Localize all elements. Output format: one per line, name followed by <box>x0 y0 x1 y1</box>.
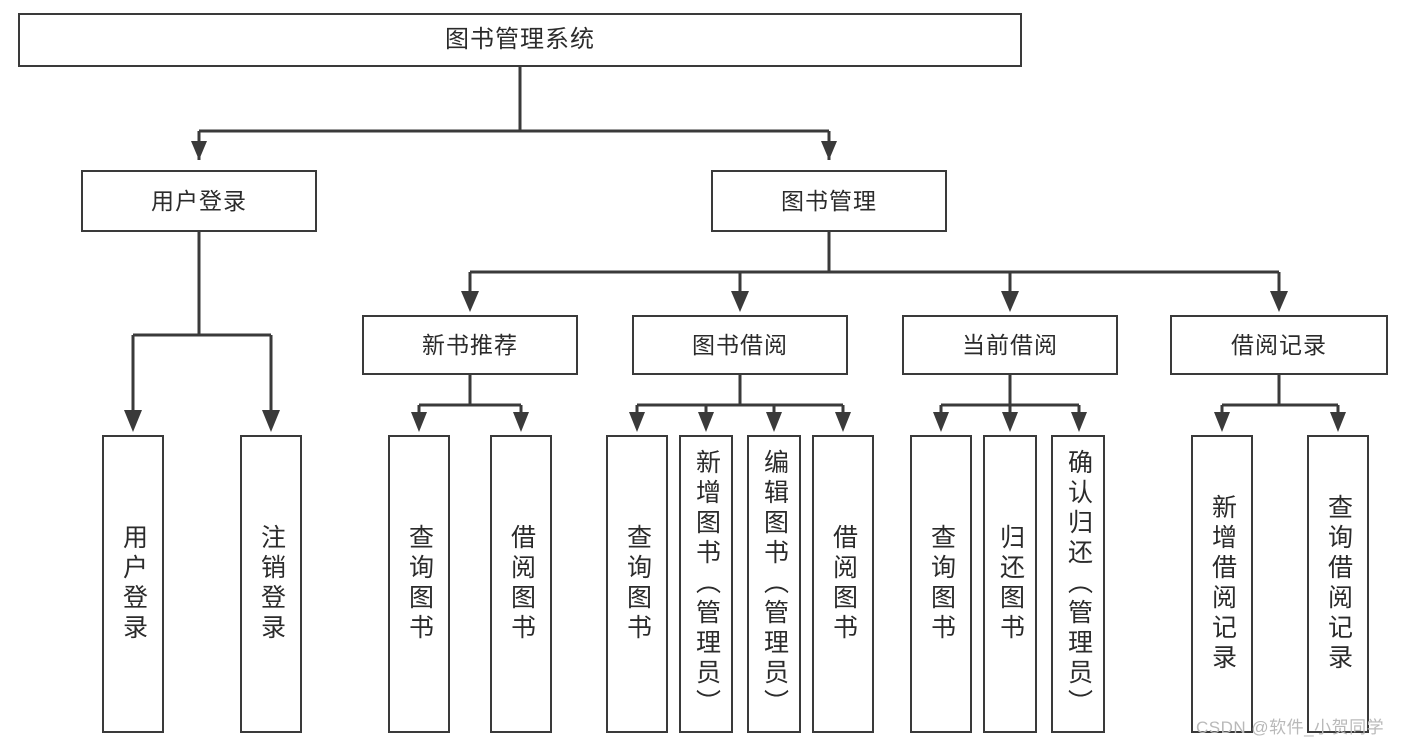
node-book-borrow[interactable]: 图书借阅 <box>632 315 848 375</box>
node-label: 编辑图书（管理员） <box>760 449 789 719</box>
node-label: 查询图书 <box>405 524 434 644</box>
node-label: 新书推荐 <box>422 331 518 358</box>
leaf-query-borrow-record[interactable]: 查询借阅记录 <box>1307 435 1369 733</box>
leaf-add-book-admin[interactable]: 新增图书（管理员） <box>679 435 733 733</box>
leaf-query-book-recommend[interactable]: 查询图书 <box>388 435 450 733</box>
leaf-user-login[interactable]: 用户登录 <box>102 435 164 733</box>
node-label: 借阅图书 <box>507 524 536 644</box>
node-label: 新增借阅记录 <box>1208 494 1237 674</box>
leaf-borrow-book-recommend[interactable]: 借阅图书 <box>490 435 552 733</box>
leaf-query-book-current[interactable]: 查询图书 <box>910 435 972 733</box>
node-label: 注销登录 <box>257 524 286 644</box>
node-label: 查询借阅记录 <box>1324 494 1353 674</box>
node-borrow-record[interactable]: 借阅记录 <box>1170 315 1388 375</box>
node-label: 借阅记录 <box>1231 331 1327 358</box>
node-label: 用户登录 <box>119 524 148 644</box>
leaf-query-book-borrow[interactable]: 查询图书 <box>606 435 668 733</box>
node-root-book-management-system[interactable]: 图书管理系统 <box>18 13 1022 67</box>
node-label: 查询图书 <box>927 524 956 644</box>
node-label: 图书借阅 <box>692 331 788 358</box>
csdn-watermark: CSDN @软件_小贺同学 <box>1196 718 1385 737</box>
node-label: 当前借阅 <box>962 331 1058 358</box>
leaf-return-book[interactable]: 归还图书 <box>983 435 1037 733</box>
node-label: 借阅图书 <box>829 524 858 644</box>
node-current-borrow[interactable]: 当前借阅 <box>902 315 1118 375</box>
node-user-login[interactable]: 用户登录 <box>81 170 317 232</box>
leaf-edit-book-admin[interactable]: 编辑图书（管理员） <box>747 435 801 733</box>
node-label: 图书管理 <box>781 187 877 214</box>
leaf-borrow-book[interactable]: 借阅图书 <box>812 435 874 733</box>
node-new-book-recommend[interactable]: 新书推荐 <box>362 315 578 375</box>
node-label: 查询图书 <box>623 524 652 644</box>
node-label: 新增图书（管理员） <box>692 449 721 719</box>
node-label: 用户登录 <box>151 187 247 214</box>
node-label: 归还图书 <box>996 524 1025 644</box>
node-label: 确认归还（管理员） <box>1064 449 1093 719</box>
leaf-add-borrow-record[interactable]: 新增借阅记录 <box>1191 435 1253 733</box>
leaf-logout[interactable]: 注销登录 <box>240 435 302 733</box>
leaf-confirm-return-admin[interactable]: 确认归还（管理员） <box>1051 435 1105 733</box>
node-label: 图书管理系统 <box>445 26 595 54</box>
node-book-management[interactable]: 图书管理 <box>711 170 947 232</box>
